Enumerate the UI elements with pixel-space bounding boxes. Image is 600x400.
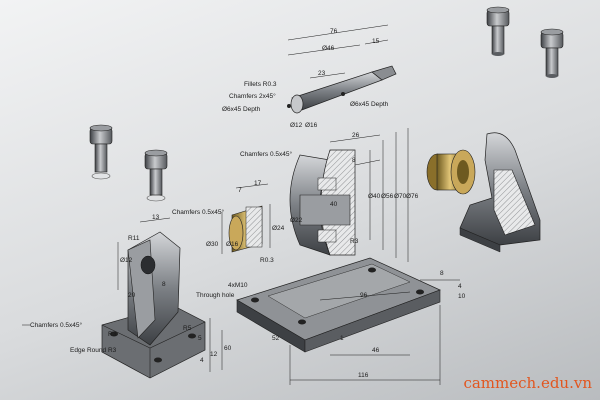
screw-left-1	[89, 124, 113, 180]
bushing-label-chamfers: Chamfers 0.5x45°	[172, 208, 224, 216]
bracket-dim-6: 4	[200, 357, 204, 364]
bracket-dim-2: Ø12	[120, 257, 133, 264]
wheel-dim-0: 26	[352, 132, 360, 139]
bushing-right	[426, 149, 476, 195]
shaft-dim-1: Ø46	[322, 45, 335, 52]
bracket-dim-9: 60	[224, 345, 232, 352]
bushing-dim-3: Ø30	[206, 241, 219, 248]
bushing-dim-1: 7	[238, 187, 242, 194]
shaft-label-chamfers: Chamfers 2x45°	[229, 92, 276, 100]
screw-top-left	[486, 6, 510, 56]
base-dim-2: 46	[372, 347, 380, 354]
base-label-through: Through hole	[196, 292, 235, 299]
base-dimensions: 96 52 46 116 8 4 10 1 4xM10 Through hole	[196, 270, 466, 385]
base-dim-6: 10	[458, 293, 466, 300]
wheel-dim-8: Ø22	[290, 217, 303, 224]
bracket-label-chamfers: Chamfers 0.5x45°	[30, 321, 82, 329]
watermark: cammech.edu.vn	[463, 374, 592, 392]
screw-top-right	[540, 28, 564, 78]
wheel-dim-6: 40	[330, 201, 338, 208]
wheel-dim-1: 8	[352, 157, 356, 164]
wheel-dim-3: Ø56	[381, 193, 394, 200]
bracket-dim-1: R11	[128, 235, 140, 242]
shaft-dim-2: 15	[372, 38, 380, 45]
shaft-dimensions: 76 Ø46 15 23 Ø12 Ø16 Ø6x45 Depth Fillets…	[222, 24, 389, 129]
bracket-label-edge-round: Edge Round R3	[70, 347, 117, 354]
bushing-dim-4: Ø16	[226, 241, 239, 248]
bracket-dim-10: R3	[108, 331, 117, 338]
bracket-dim-8: 20	[128, 292, 136, 299]
shaft-label-fillets: Fillets R0.3	[244, 81, 277, 88]
screw-left-2	[144, 149, 168, 202]
wheel-dim-4: Ø70	[394, 193, 407, 200]
base-dim-5: 4	[458, 283, 462, 290]
base-dim-1: 52	[272, 335, 280, 342]
shaft-dim-6: Ø6x45 Depth	[350, 101, 389, 108]
base-label-m10: 4xM10	[228, 282, 248, 289]
shaft-label-depth: Ø6x45 Depth	[222, 106, 261, 113]
bracket-left	[101, 231, 206, 379]
bracket-right	[459, 132, 541, 253]
bracket-dim-7: 12	[210, 351, 218, 358]
bracket-dim-0: 13	[152, 214, 160, 221]
shaft-dim-0: 76	[330, 28, 338, 35]
base-dim-4: 8	[440, 270, 444, 277]
wheel-dim-7: R3	[350, 238, 359, 245]
shaft-dim-3: 23	[318, 70, 326, 77]
bushing-dimensions: 17 7 Ø24 Ø30 Ø16 R0.3 Chamfers 0.5x45°	[172, 180, 285, 264]
wheel-dim-5: Ø76	[406, 193, 419, 200]
bracket-dim-5: 5	[198, 335, 202, 342]
wheel-dim-2: Ø40	[368, 193, 381, 200]
bracket-left-dimensions: 13 R11 Ø12 8 R5 5 4 12 20 60 R3 Chamfers…	[22, 214, 232, 372]
shaft-dim-4: Ø12	[290, 122, 303, 129]
wheel-part	[289, 149, 356, 256]
bushing-dim-5: R0.3	[260, 257, 274, 264]
wheel-dimensions: 26 8 Ø40 Ø56 Ø70 Ø76 40 R3 Ø22 Chamfers …	[240, 128, 419, 262]
bushing-dim-2: Ø24	[272, 225, 285, 232]
base-dim-7: 1	[340, 335, 344, 342]
base-dim-0: 96	[360, 292, 368, 299]
bushing-left	[228, 205, 263, 253]
bushing-dim-0: 17	[254, 180, 262, 187]
base-plate	[236, 257, 441, 353]
bracket-dim-4: R5	[183, 325, 192, 332]
wheel-label-chamfers: Chamfers 0.5x45°	[240, 150, 292, 158]
shaft-part	[287, 65, 397, 114]
bracket-dim-3: 8	[162, 281, 166, 288]
shaft-dim-5: Ø16	[305, 122, 318, 129]
base-dim-3: 116	[358, 372, 369, 379]
